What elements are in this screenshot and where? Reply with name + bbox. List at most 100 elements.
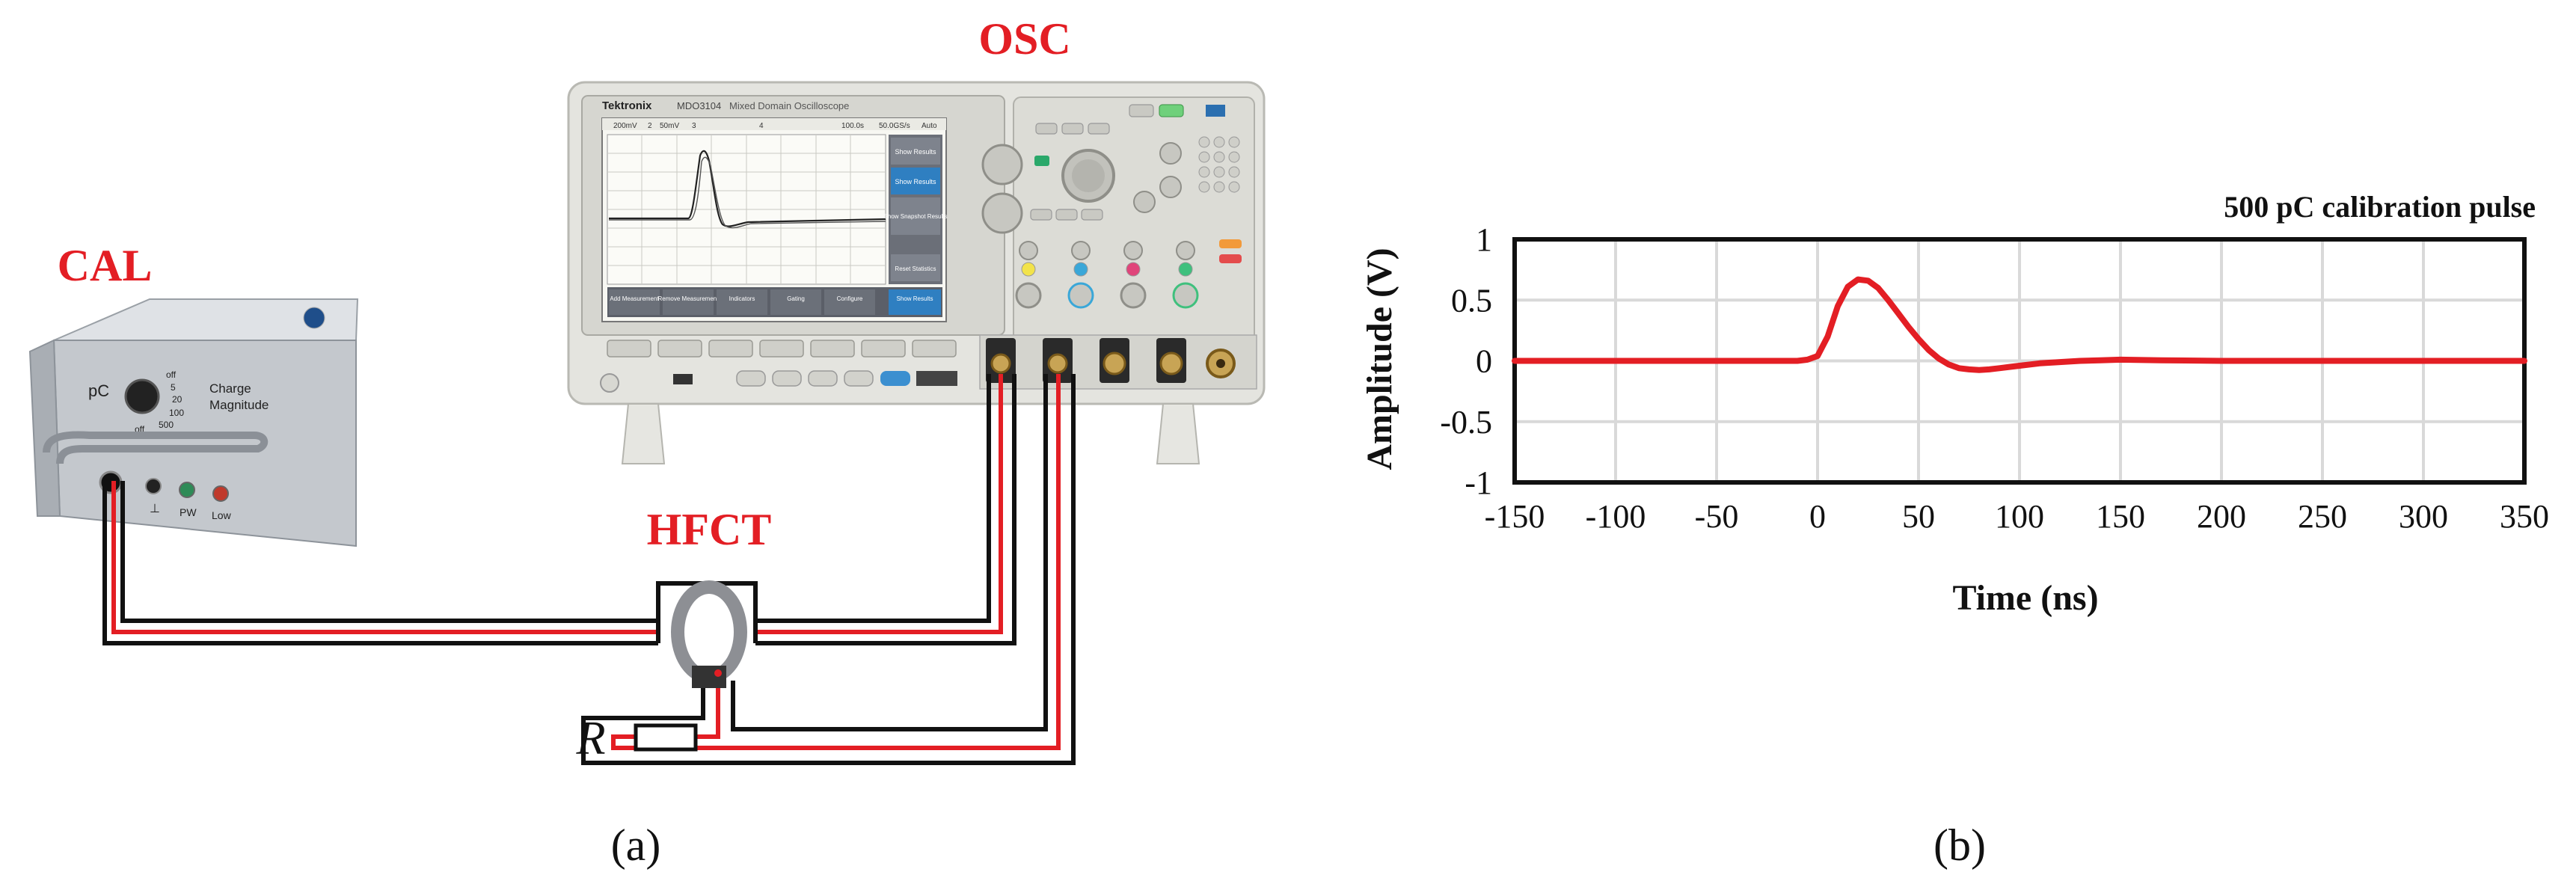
calibrator-unit: pC [88,381,109,400]
hfct-ring [671,580,747,684]
y-tick-label: 1 [1476,221,1492,258]
bottom-menu-item-1[interactable] [609,289,660,315]
bottom-menu-item-3[interactable] [717,289,767,315]
calibrator: pC off 5 20 100 500 off Charge Magnitude… [28,298,359,547]
ch2-position-knob[interactable] [1071,241,1091,260]
panel-a: OSC Tektronix MDO3104 Mixed Domain Oscil… [28,14,1266,870]
position-knob[interactable] [1159,142,1182,165]
bus-key[interactable] [1219,239,1242,248]
ch1-input-connector[interactable] [986,338,1016,383]
x-tick-label: -150 [1485,498,1545,535]
multipurpose-knob-b[interactable] [981,192,1023,234]
front-button-4[interactable] [844,370,874,387]
side-menu-label-2: Show Results [895,178,936,185]
blue-key[interactable] [880,371,910,386]
keypad-key[interactable] [1198,136,1210,148]
front-button-2[interactable] [772,370,802,387]
trigger-knob[interactable] [1133,191,1156,213]
keypad-key[interactable] [1228,181,1240,193]
keypad-key[interactable] [1198,151,1210,163]
bottom-menu-label-3: Indicators [729,295,755,302]
calibrator-logo [303,307,325,329]
keypad-key[interactable] [1198,166,1210,178]
control-key-2[interactable] [1061,123,1084,135]
calibration-pulse-line [1512,276,2527,373]
resistor-cable-shield [581,374,1076,765]
x-tick-label: 100 [1995,498,2044,535]
ch2-input-connector[interactable] [1043,338,1073,383]
keypad-key[interactable] [1213,151,1225,163]
bottom-menu-label-2: Remove Measurement [658,295,720,302]
ch3-position-knob[interactable] [1123,241,1143,260]
bottom-menu-label-6: Show Results [897,295,933,302]
softkey-3[interactable] [708,340,753,358]
ch4-scale-knob[interactable] [1172,282,1199,309]
ch1-key[interactable] [1021,262,1036,277]
ground-jack[interactable] [145,478,162,494]
ref-key[interactable] [1219,254,1242,263]
control-key-7[interactable] [1055,209,1078,221]
multipurpose-knob-a[interactable] [981,144,1023,185]
ch4-input-connector[interactable] [1156,338,1186,383]
ch3-key[interactable] [1126,262,1141,277]
ch2-scale-knob[interactable] [1067,282,1094,309]
control-key-1[interactable] [1035,123,1058,135]
keypad-key[interactable] [1213,166,1225,178]
ch1-scale-knob[interactable] [1015,282,1042,309]
ch4-key[interactable] [1178,262,1193,277]
hfct-sensor [671,580,747,688]
x-tick-label: 350 [2500,498,2549,535]
keypad-key[interactable] [1213,136,1225,148]
side-menu-item-2[interactable] [891,168,940,194]
ch2-key[interactable] [1073,262,1088,277]
calibrator-side [28,339,61,517]
bnc-inputs [979,334,1257,390]
side-menu-item-4[interactable] [891,254,940,281]
ch1-position-knob[interactable] [1019,241,1038,260]
side-menu-item-3[interactable] [891,197,940,235]
keypad-key[interactable] [1228,151,1240,163]
resistor-label: R [575,711,605,764]
cal-label: CAL [58,241,153,290]
softkey-5[interactable] [810,340,855,358]
control-key-8[interactable] [1081,209,1103,221]
scale-knob[interactable] [1159,176,1182,198]
keypad-key[interactable] [1213,181,1225,193]
oscilloscope-series: Mixed Domain Oscilloscope [729,100,849,111]
bottom-menu-item-6[interactable] [889,289,941,315]
charge-selector-knob[interactable] [124,378,160,414]
control-key-3[interactable] [1088,123,1110,135]
control-key-4[interactable] [1129,104,1154,117]
bottom-menu-item-2[interactable] [663,289,714,315]
side-menu-item-1[interactable] [891,138,940,165]
front-buttons-row [736,370,874,387]
run-stop-key[interactable] [1159,104,1184,117]
keypad-key[interactable] [1228,166,1240,178]
ch3-input-connector[interactable] [1100,338,1129,383]
hfct-output-point [714,669,722,677]
front-button-3[interactable] [808,370,838,387]
softkey-2[interactable] [657,340,702,358]
ch4-position-knob[interactable] [1176,241,1195,260]
bottom-menu-item-5[interactable] [824,289,875,315]
keypad-key[interactable] [1198,181,1210,193]
aux-input-connector[interactable] [1206,349,1236,378]
blue-indicator [1206,105,1225,117]
panel-b-caption: (b) [1933,820,1986,870]
keypad-key[interactable] [1228,136,1240,148]
ch3-scale-knob[interactable] [1120,282,1147,309]
front-button-1[interactable] [736,370,766,387]
softkey-7[interactable] [912,340,957,358]
power-button[interactable] [600,373,619,393]
y-tick-label: 0.5 [1451,282,1492,319]
calibrator-handle[interactable] [43,431,269,464]
dial-value-off-top: off [166,369,177,380]
control-key-6[interactable] [1030,209,1052,221]
softkey-1[interactable] [607,340,651,358]
softkey-6[interactable] [861,340,906,358]
green-key[interactable] [1034,156,1049,166]
softkey-4[interactable] [759,340,804,358]
bottom-menu-item-4[interactable] [770,289,821,315]
